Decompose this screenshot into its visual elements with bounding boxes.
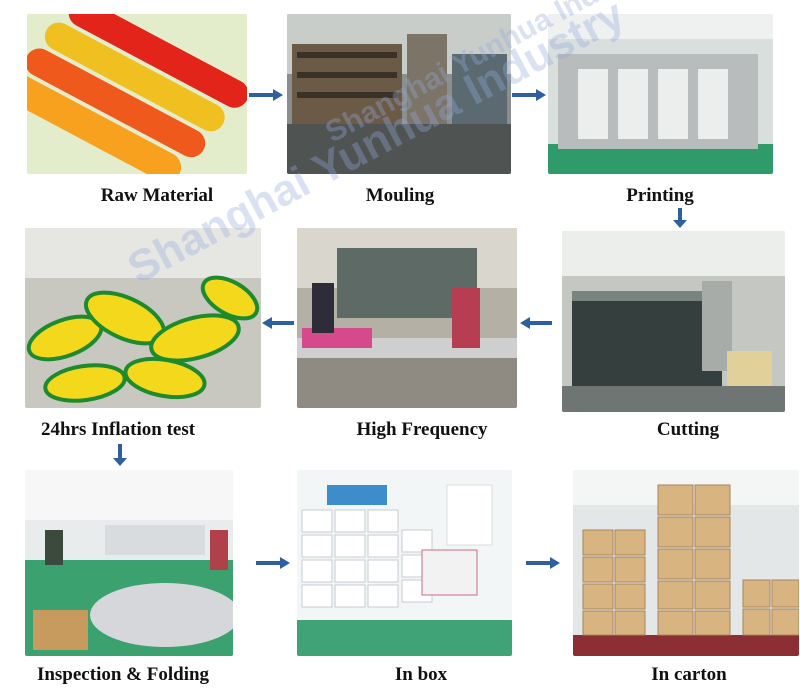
- step-label-high-frequency: High Frequency: [356, 419, 488, 440]
- arrow-left-icon: [520, 316, 552, 330]
- step-label-inflation-test: 24hrs Inflation test: [40, 419, 196, 440]
- in-box-photo: [297, 470, 512, 656]
- arrow-right-icon: [526, 556, 560, 570]
- arrow-left-icon: [262, 316, 294, 330]
- cutting-photo: [562, 231, 785, 412]
- in-carton-photo: [573, 470, 799, 656]
- raw-material-photo: [27, 14, 247, 174]
- high-frequency-photo: [297, 228, 517, 408]
- step-label-printing: Printing: [626, 185, 694, 206]
- step-label-cutting: Cutting: [656, 419, 720, 440]
- step-label-in-box: In box: [394, 664, 448, 685]
- arrow-down-icon: [673, 208, 687, 228]
- step-label-mouling: Mouling: [365, 185, 435, 206]
- step-label-raw-material: Raw Material: [100, 185, 214, 206]
- step-label-in-carton: In carton: [651, 664, 727, 685]
- arrow-right-icon: [249, 88, 283, 102]
- inspection-folding-photo: [25, 470, 233, 656]
- arrow-right-icon: [512, 88, 546, 102]
- step-label-inspection-folding: Inspection & Folding: [36, 664, 210, 685]
- mouling-photo: [287, 14, 511, 174]
- arrow-down-icon: [113, 444, 127, 466]
- inflation-test-photo: [25, 228, 261, 408]
- arrow-right-icon: [256, 556, 290, 570]
- printing-photo: [548, 14, 773, 174]
